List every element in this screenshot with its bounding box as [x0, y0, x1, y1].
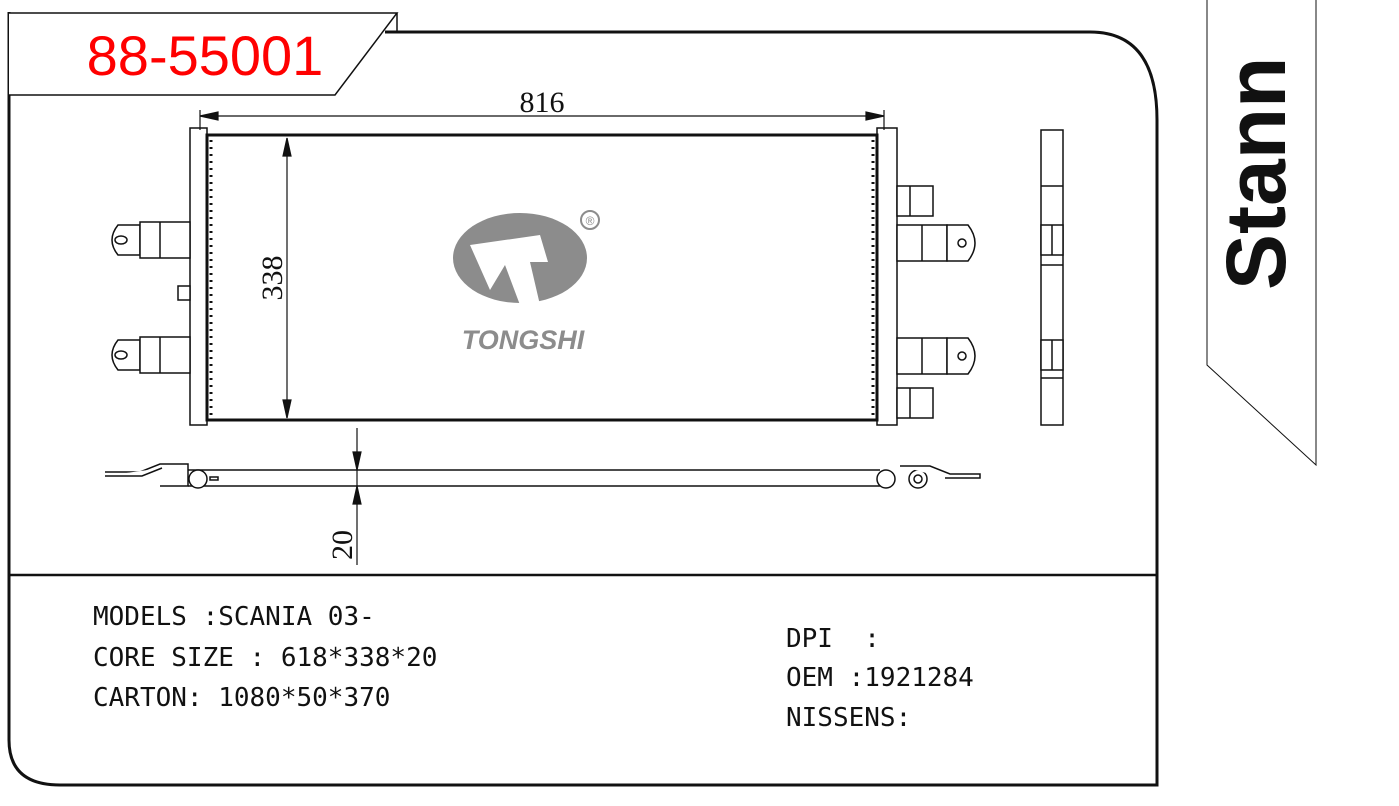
logo-text: TONGSHI: [462, 325, 585, 355]
depth-dimension: [352, 428, 362, 565]
width-label: 816: [520, 86, 565, 119]
left-header-tank: [189, 127, 213, 426]
right-brackets: [896, 185, 976, 419]
depth-label: 20: [326, 530, 359, 560]
sheet-frame: [7, 12, 1159, 787]
height-dimension: [282, 137, 292, 419]
brand-tab: [1206, 0, 1317, 467]
brand-tab-text: Stann: [1209, 57, 1303, 290]
spec-carton: CARTON: 1080*50*370: [93, 683, 391, 713]
tongshi-logo: ® TONGSHI: [453, 210, 600, 355]
side-view: [1040, 129, 1064, 426]
spec-nissens: NISSENS:: [786, 703, 912, 733]
part-number: 88-55001: [87, 24, 324, 87]
bottom-view: [105, 463, 981, 489]
spec-models: MODELS :SCANIA 03-: [93, 602, 375, 632]
title-box: [9, 12, 399, 96]
left-brackets: [111, 221, 191, 374]
height-label: 338: [256, 256, 289, 301]
registered-mark: ®: [586, 214, 595, 228]
spec-dpi: DPI :: [786, 624, 880, 654]
spec-oem: OEM :1921284: [786, 663, 974, 693]
spec-core-size: CORE SIZE : 618*338*20: [93, 643, 438, 673]
right-header-tank: [871, 127, 898, 426]
width-dimension: [199, 110, 885, 130]
